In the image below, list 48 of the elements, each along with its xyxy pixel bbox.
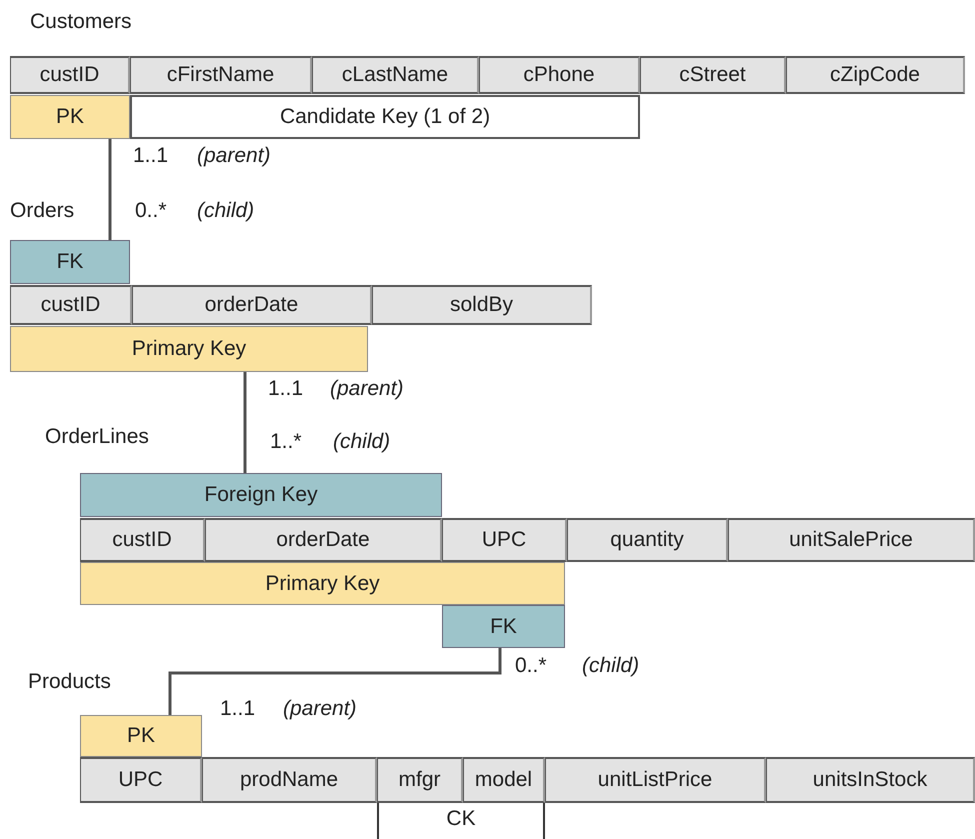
key-bracket: CK: [377, 803, 545, 839]
role-label: (parent): [330, 377, 404, 401]
cardinality-label: 0..*: [135, 199, 167, 223]
column-cell: orderDate: [205, 518, 442, 562]
key-bar: Candidate Key (1 of 2): [130, 95, 640, 139]
cardinality-label: 1..1: [133, 144, 168, 168]
column-cell: custID: [80, 518, 205, 562]
column-cell: unitSalePrice: [728, 518, 975, 562]
cardinality-label: 1..1: [220, 697, 256, 721]
column-cell: cFirstName: [130, 56, 312, 94]
column-cell: mfgr: [377, 757, 463, 803]
key-bar: FK: [442, 605, 565, 648]
key-bar: PK: [10, 95, 130, 139]
table-name: OrderLines: [45, 425, 149, 449]
cardinality-label: 1..1: [268, 377, 304, 401]
column-cell: cPhone: [479, 56, 640, 94]
column-cell: custID: [10, 285, 132, 325]
column-cell: UPC: [80, 757, 202, 803]
key-bar: Foreign Key: [80, 473, 442, 517]
key-bar: PK: [80, 715, 202, 757]
column-cell: UPC: [442, 518, 567, 562]
column-cell: quantity: [567, 518, 728, 562]
relationship-line: [108, 139, 112, 240]
table-name: Customers: [30, 10, 132, 34]
role-label: (child): [197, 199, 254, 223]
key-bar: Primary Key: [10, 326, 368, 372]
column-cell: cStreet: [640, 56, 786, 94]
column-cell: model: [463, 757, 545, 803]
table-name: Orders: [10, 199, 74, 223]
role-label: (parent): [283, 697, 357, 721]
role-label: (child): [582, 654, 640, 678]
table-name: Products: [28, 670, 111, 694]
relationship-line: [168, 648, 502, 715]
relationship-line: [244, 372, 246, 473]
key-bar: FK: [10, 240, 130, 284]
column-cell: soldBy: [372, 285, 592, 325]
column-cell: unitsInStock: [766, 757, 975, 803]
column-cell: cZipCode: [786, 56, 965, 94]
key-bar: Primary Key: [80, 562, 565, 605]
column-cell: cLastName: [312, 56, 479, 94]
column-cell: unitListPrice: [545, 757, 766, 803]
role-label: (parent): [197, 144, 271, 168]
role-label: (child): [333, 430, 390, 454]
column-cell: custID: [10, 56, 130, 94]
cardinality-label: 0..*: [515, 654, 547, 678]
column-cell: prodName: [202, 757, 377, 803]
column-cell: orderDate: [132, 285, 372, 325]
cardinality-label: 1..*: [270, 430, 302, 454]
